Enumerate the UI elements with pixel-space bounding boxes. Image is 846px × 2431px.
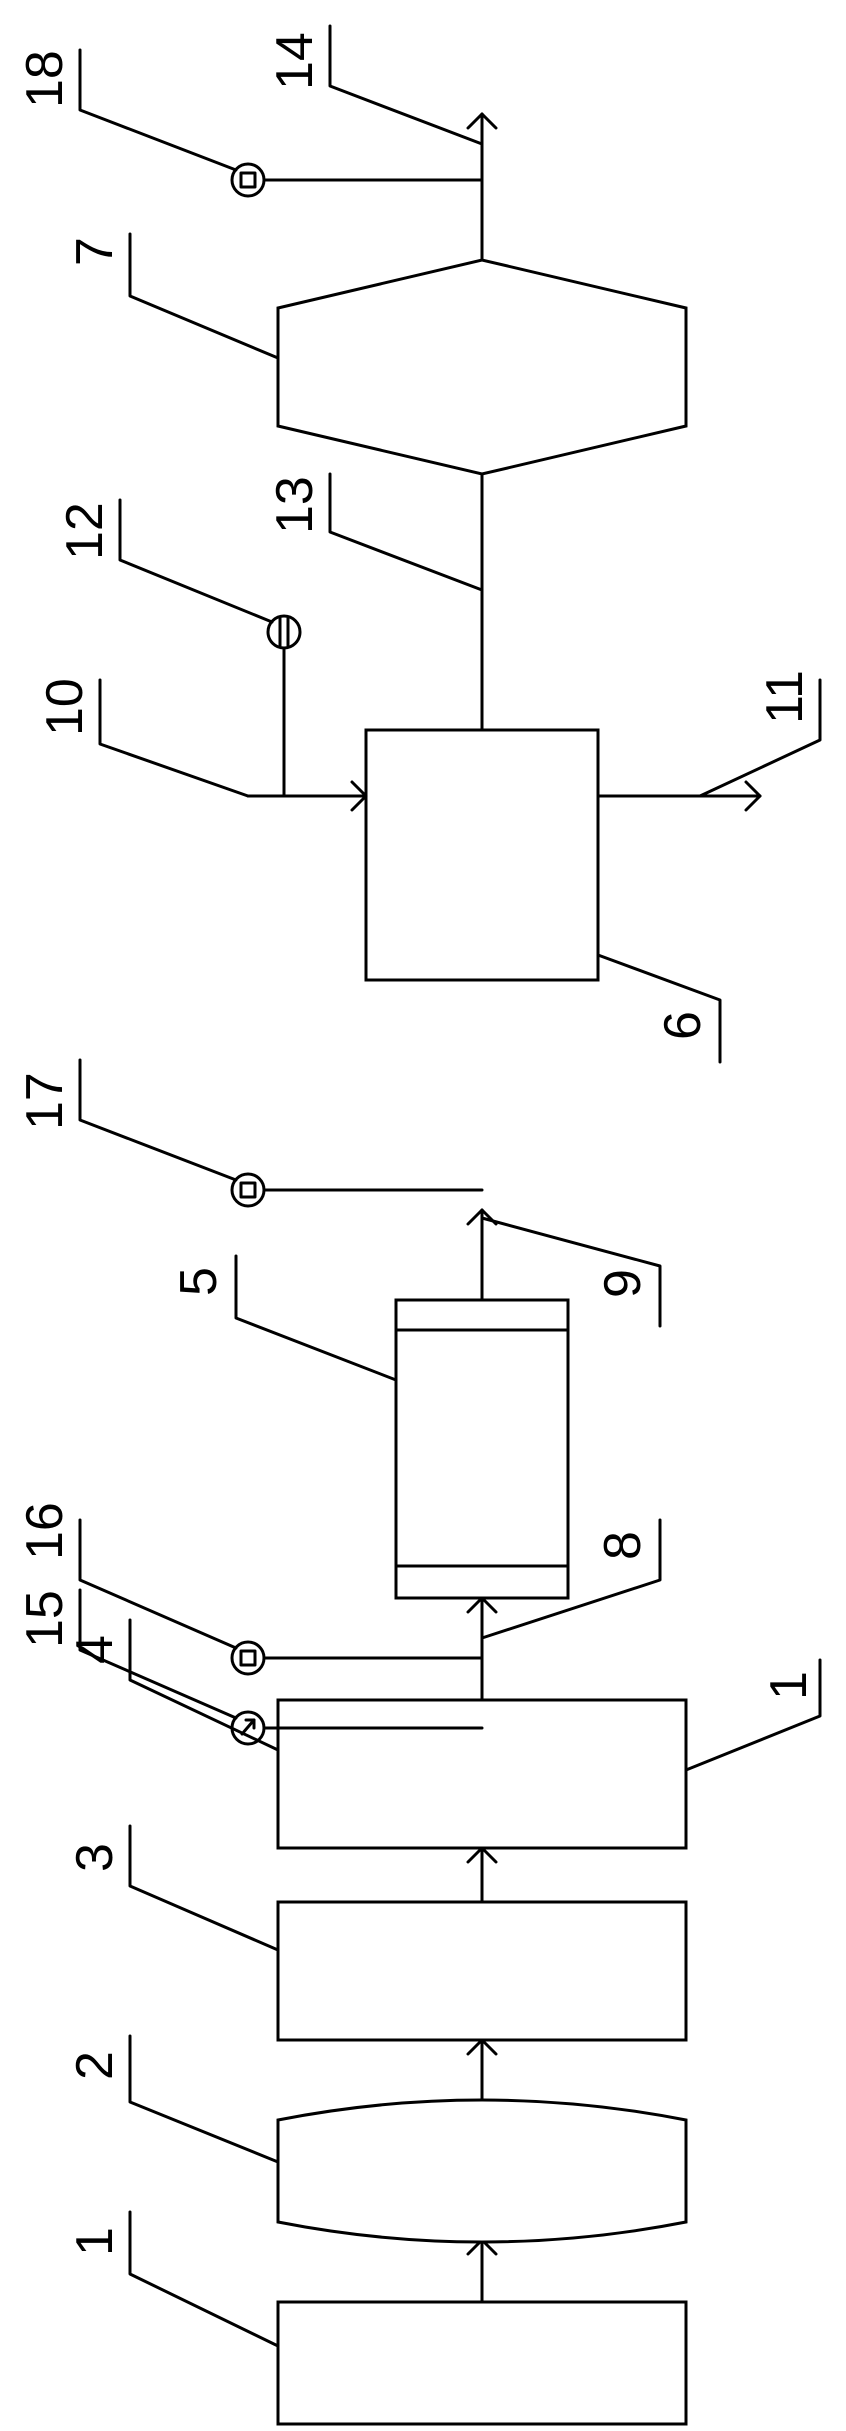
arrowhead (350, 780, 368, 812)
arrowhead (466, 112, 498, 130)
leader-17 (78, 1058, 238, 1182)
flow-meter-icon (266, 614, 302, 650)
label-14: 14 (266, 32, 324, 90)
leader-3 (128, 1824, 280, 1952)
leader-6 (596, 953, 722, 1064)
label-1a: 1 (66, 2227, 124, 2256)
label-10: 10 (36, 678, 94, 736)
leader-11 (698, 678, 822, 798)
leader-12 (118, 498, 274, 624)
gauge-needle (240, 1718, 256, 1736)
leader-2 (128, 2034, 280, 2164)
leader-4 (128, 1618, 280, 1752)
leader-18 (78, 48, 238, 172)
leader-8 (480, 1518, 662, 1640)
arrowhead (744, 780, 762, 812)
leader-13 (328, 472, 484, 592)
sensor-square (239, 1181, 257, 1199)
label-9: 9 (594, 1269, 652, 1298)
label-8: 8 (594, 1531, 652, 1560)
unit-2-vessel (276, 2098, 688, 2244)
leader-1a (128, 2210, 280, 2348)
sensor-square (239, 1649, 257, 1667)
label-3: 3 (66, 1843, 124, 1872)
label-12: 12 (56, 502, 114, 560)
unit-5-module (394, 1298, 570, 1600)
label-11: 11 (756, 670, 814, 724)
label-13: 13 (266, 476, 324, 534)
label-2: 2 (66, 2051, 124, 2080)
leader-1b (684, 1658, 822, 1772)
unit-4-box (276, 1698, 688, 1850)
unit-6-box (364, 728, 600, 982)
label-16: 16 (16, 1502, 74, 1560)
leader-14 (328, 24, 484, 146)
label-15: 15 (16, 1590, 74, 1648)
leader-16 (78, 1518, 238, 1650)
label-4: 4 (66, 1635, 124, 1664)
unit-7-vessel (276, 258, 688, 476)
label-17: 17 (16, 1072, 74, 1130)
sensor-square (239, 171, 257, 189)
unit-1-box (276, 2300, 688, 2426)
unit-3-box (276, 1900, 688, 2042)
gauge-needle-tip (244, 1718, 256, 1730)
label-18: 18 (16, 50, 74, 108)
leader-9 (480, 1216, 662, 1328)
leader-10 (98, 678, 250, 798)
label-5: 5 (170, 1267, 228, 1296)
label-6: 6 (654, 1011, 712, 1040)
leader-7 (128, 232, 280, 360)
leader-5 (234, 1254, 398, 1382)
label-7: 7 (66, 237, 124, 266)
leader-15 (78, 1588, 238, 1720)
label-1b: 1 (760, 1671, 818, 1700)
